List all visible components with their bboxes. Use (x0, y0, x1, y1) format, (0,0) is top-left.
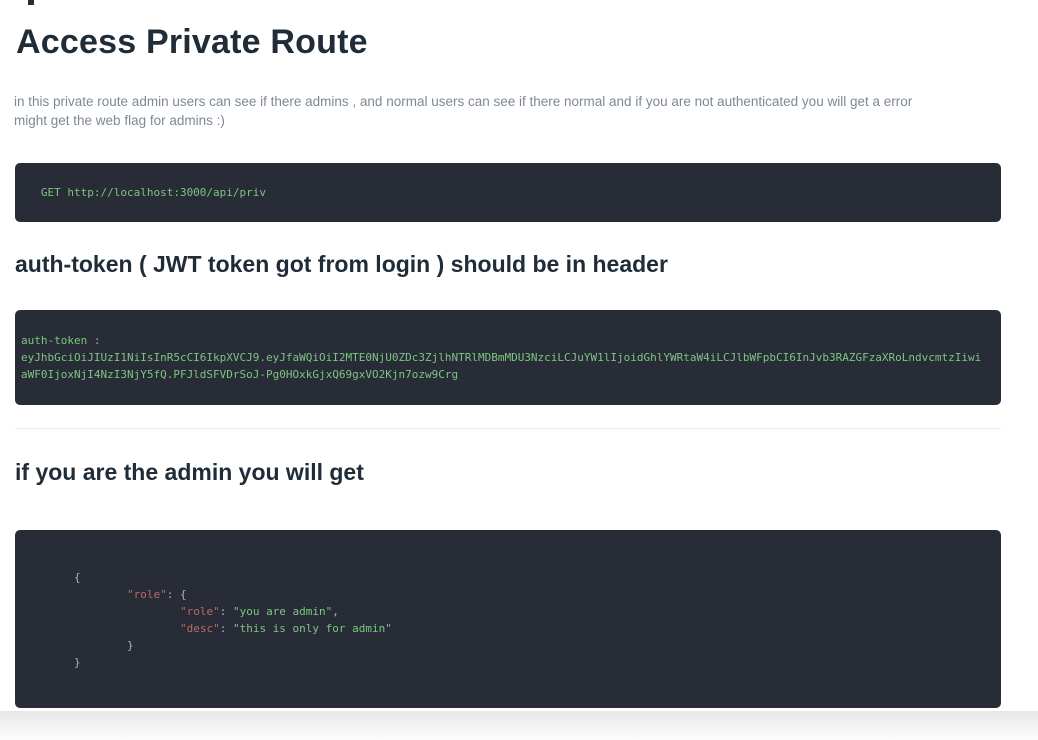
code-segment: : { (166, 588, 187, 601)
code-segment: auth-token : (21, 334, 101, 347)
code-segment: : (219, 605, 233, 618)
code-segment: "this is only for admin" (232, 622, 392, 635)
code-segment: } (21, 639, 134, 652)
auth-token-code-block: auth-token : eyJhbGciOiJIUzI1NiIsInR5cCI… (15, 310, 1001, 405)
code-segment: { (21, 571, 81, 584)
clipped-element-fragment (28, 0, 34, 5)
code-segment: GET http://localhost:3000/api/priv (21, 186, 267, 199)
code-segment: "role" (179, 605, 220, 618)
request-url-code-block: GET http://localhost:3000/api/priv (15, 163, 1001, 222)
code-segment: : (219, 622, 233, 635)
code-segment: "desc" (179, 622, 220, 635)
code-segment: "you are admin" (232, 605, 333, 618)
auth-token-heading: auth-token ( JWT token got from login ) … (15, 251, 668, 277)
section-divider (15, 428, 1001, 429)
page-title: Access Private Route (16, 23, 368, 61)
route-description-line-2: might get the web flag for admins :) (14, 112, 225, 128)
code-segment: eyJhbGciOiJIUzI1NiIsInR5cCI6IkpXVCJ9.eyJ… (21, 351, 982, 364)
code-segment: } (21, 656, 81, 669)
admin-response-heading: if you are the admin you will get (15, 459, 364, 485)
code-segment (21, 605, 180, 618)
route-description: in this private route admin users can se… (14, 93, 1024, 130)
code-segment (21, 588, 127, 601)
code-segment: aWF0IjoxNjI4NzI3NjY5fQ.PFJldSFVDrSoJ-Pg0… (21, 368, 459, 381)
route-description-line-1: in this private route admin users can se… (14, 94, 913, 109)
code-segment: , (332, 605, 339, 618)
bottom-scroll-fade (0, 711, 1038, 740)
code-segment (21, 622, 180, 635)
admin-response-code-block: { "role": { "role": "you are admin", "de… (15, 530, 1001, 708)
code-segment: "role" (126, 588, 167, 601)
